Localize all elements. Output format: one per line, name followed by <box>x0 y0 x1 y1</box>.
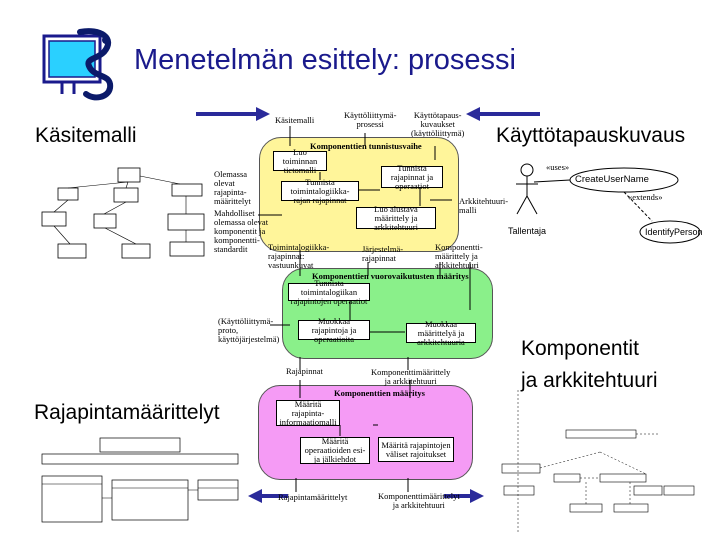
out-toimintalogiikka: Toimintalogiikka-rajapinnat:vastuunkuvat <box>268 242 330 270</box>
label-kasitemalli: Käsitemalli <box>35 124 137 147</box>
input-arrow-left <box>196 107 270 121</box>
phase-interaction <box>282 268 493 359</box>
usecase-extends: «extends» <box>628 192 663 202</box>
box-rajapinta-informaatiomalli: Määritä rajapinta-informaatiomalli <box>276 399 340 426</box>
output-arrow-left <box>248 489 288 503</box>
box-muokkaa-maarittelya: Muokkaa määrittelyä ja arkkitehtuuria <box>406 319 476 346</box>
interface-spec-sketch <box>41 437 239 523</box>
box-tunnista-operaatiot: Tunnista toimintalogiikan rajapintojen o… <box>288 278 370 305</box>
box-tunnista-rajapinnat: Tunnista rajapinnat ja operaatiot <box>381 163 443 190</box>
box-toimintalogiikka-rajapinnat: Tunnista toimintalogiikka-rajan rajapinn… <box>281 177 359 204</box>
input-kayttoliittymaprosessi: Käyttöliittymä-prosessi <box>344 110 397 129</box>
usecase-diagram <box>516 163 701 244</box>
logo-icon <box>40 28 120 104</box>
usecase-actor: Tallentaja <box>508 226 547 236</box>
note-arkkitehtuurimalli: Arkkitehtuuri-malli <box>459 196 509 215</box>
box-muokkaa-rajapintoja: Muokkaa rajapintoja ja operaatioita <box>298 316 370 343</box>
label-kayttotapauskuvaus: Käyttötapauskuvaus <box>496 124 686 147</box>
input-kasitemalli: Käsitemalli <box>275 115 315 125</box>
label-komponentit: Komponentit <box>521 337 639 360</box>
input-arrow-right <box>466 107 540 121</box>
class-diagram-sketch <box>41 167 205 259</box>
label-arkkitehtuuri: ja arkkitehtuuri <box>521 369 658 392</box>
output-arrow-right <box>444 489 484 503</box>
phase3-title: Komponenttien määritys <box>334 388 425 398</box>
component-diagram-sketch <box>501 390 695 534</box>
out-jarjestelmarajapinnat: Järjestelmä-rajapinnat <box>362 244 404 263</box>
box-rajapintojen-rajoitukset: Määritä rajapintojen väliset rajoitukset <box>378 437 454 462</box>
input-kayttotapauskuvaukset: Käyttötapaus-kuvaukset(käyttöliittymä) <box>411 110 465 138</box>
page-title: Menetelmän esittely: prosessi <box>134 44 516 76</box>
out-rajapinnat: Rajapinnat <box>286 366 323 376</box>
phase1-title: Komponenttien tunnistusvaihe <box>310 141 422 151</box>
box-alustava-maarittely: Luo alustava määrittely ja arkkitehtuuri <box>356 204 436 231</box>
usecase-uses: «uses» <box>546 162 570 172</box>
usecase-create: CreateUserName <box>575 174 649 185</box>
note-kayttoliittymaproto: (Käyttöliittymä-proto,käyttöjärjestelmä) <box>218 316 280 344</box>
phase2-title: Komponenttien vuorovaikutusten määritys <box>312 271 469 281</box>
label-rajapintamaarittelyt: Rajapintamäärittelyt <box>34 401 220 424</box>
box-luo-tietomalli: Luo toiminnan tietomalli <box>273 147 327 174</box>
box-esi-jalkiehdot: Määritä operaatioiden esi- ja jälkiehdot <box>300 437 370 464</box>
usecase-identify: IdentifyPerson <box>645 227 703 237</box>
output-rajapintamaarittelyt: Rajapintamäärittelyt <box>278 492 348 502</box>
